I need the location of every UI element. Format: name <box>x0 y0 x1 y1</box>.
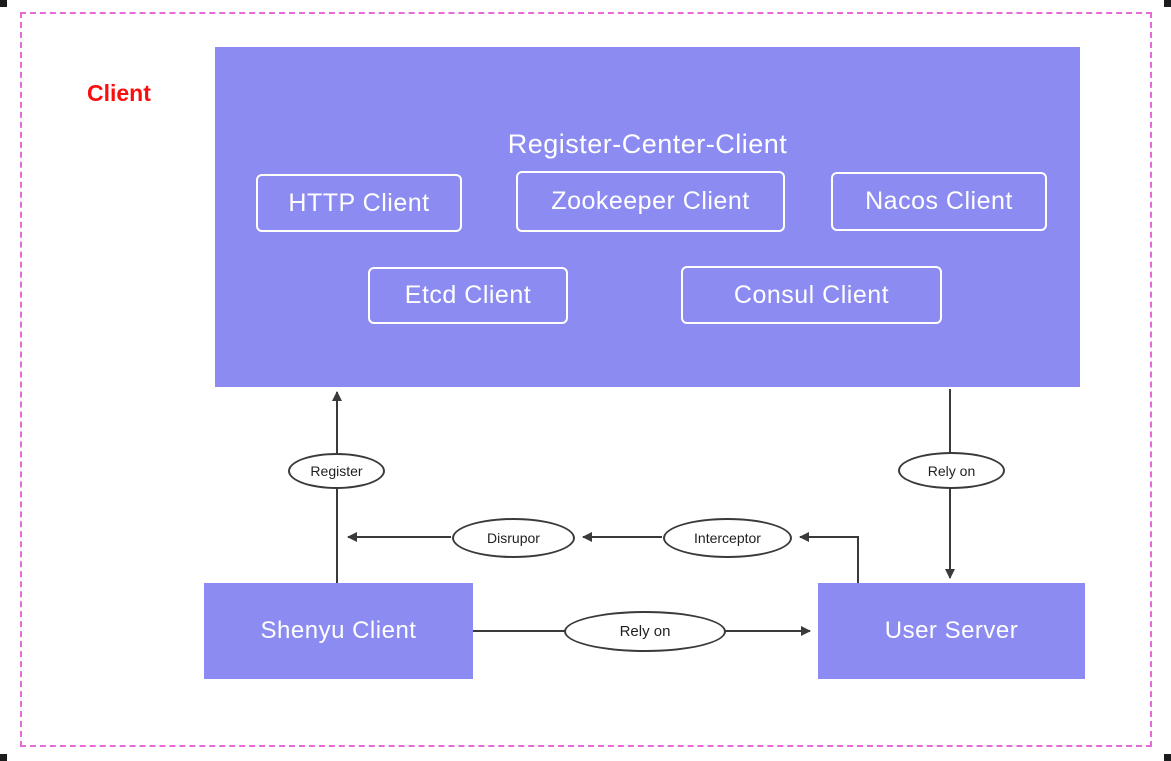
disrupor-edge-label: Disrupor <box>452 518 575 558</box>
user-server-to-interceptor-arrow <box>799 532 859 583</box>
corner-handle-top-left <box>0 0 7 7</box>
consul-client-box: Consul Client <box>681 266 942 324</box>
register-edge-label: Register <box>288 453 385 489</box>
interceptor-edge-label: Interceptor <box>663 518 792 558</box>
etcd-client-box: Etcd Client <box>368 267 568 324</box>
user-server-box: User Server <box>818 583 1085 679</box>
register-center-client-title: Register-Center-Client <box>507 129 788 159</box>
register-center-client-box: Register-Center-Client <box>215 47 1080 387</box>
rely-on-horizontal-edge-label: Rely on <box>564 611 726 652</box>
corner-handle-bottom-left <box>0 754 7 761</box>
http-client-box: HTTP Client <box>256 174 462 232</box>
nacos-client-box: Nacos Client <box>831 172 1047 231</box>
client-label: Client <box>87 80 151 106</box>
corner-handle-top-right <box>1164 0 1171 7</box>
rely-on-vertical-edge-label: Rely on <box>898 452 1005 489</box>
corner-handle-bottom-right <box>1164 754 1171 761</box>
shenyu-client-box: Shenyu Client <box>204 583 473 679</box>
zookeeper-client-box: Zookeeper Client <box>516 171 785 232</box>
